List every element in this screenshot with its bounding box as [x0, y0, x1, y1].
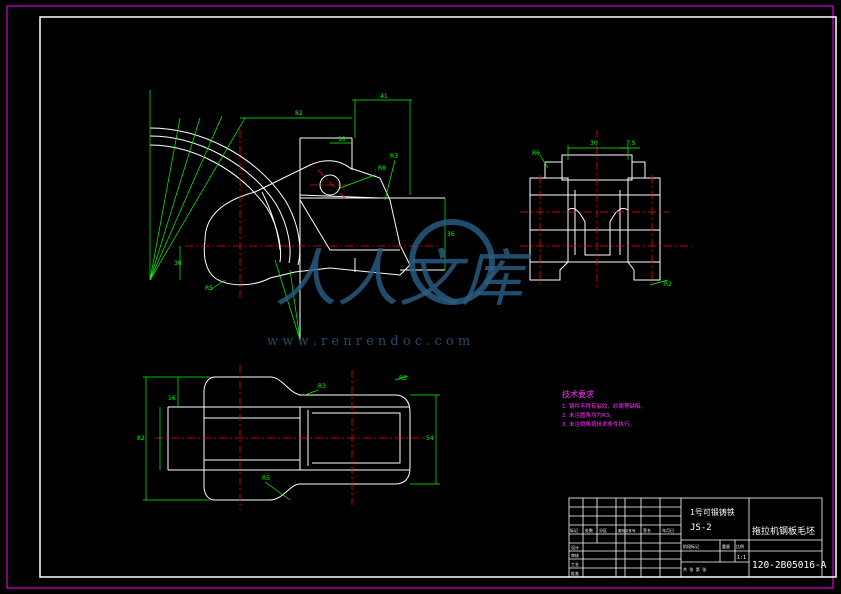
svg-text:R3: R3	[318, 383, 326, 390]
side-view-dim-labels: 30 7.5 R6 R2	[532, 140, 672, 288]
svg-text:41: 41	[380, 93, 388, 100]
svg-text:R5: R5	[205, 285, 213, 292]
role-cell: 工艺	[571, 562, 579, 567]
watermark-logo-icon	[409, 219, 495, 305]
header-cell: 年月日	[662, 527, 674, 533]
right-cell: 共 张 第 张	[683, 566, 706, 572]
right-cell: 重量	[722, 543, 730, 549]
role-cell: 批准	[571, 570, 579, 576]
header-cell: 分区	[599, 527, 607, 533]
front-view	[149, 127, 445, 340]
title-block	[568, 497, 823, 578]
role-cell: 审核	[571, 552, 579, 558]
tech-requirements: 技术要求 1. 铸件不得有裂纹、砂眼等缺陷。 2. 未注圆角均为R3。 3. 未…	[562, 389, 646, 428]
svg-text:R8: R8	[378, 165, 386, 172]
front-view-dim-labels: 82 41 10 36 36 R5 R8 R3	[174, 93, 455, 292]
side-view-dimensions	[539, 145, 669, 286]
svg-text:7.5: 7.5	[626, 140, 636, 147]
top-view-centerlines	[155, 365, 425, 510]
svg-text:R2: R2	[664, 281, 672, 288]
front-view-centerlines	[185, 130, 440, 300]
tech-requirements-title: 技术要求	[562, 389, 594, 399]
svg-text:82: 82	[295, 110, 303, 117]
top-view-dimensions	[143, 375, 440, 501]
svg-text:36: 36	[447, 231, 455, 238]
part-name: 1号可锻铸铁	[690, 507, 735, 517]
svg-text:R5: R5	[262, 475, 270, 482]
svg-text:R6: R6	[532, 150, 540, 157]
right-cell: 阶段标记	[683, 543, 699, 549]
front-view-dimensions	[149, 90, 446, 341]
svg-text:10: 10	[338, 136, 346, 143]
svg-text:R5: R5	[399, 375, 407, 382]
svg-text:54: 54	[426, 435, 434, 442]
side-view	[529, 154, 661, 281]
drawing-number: 120-2B05016-A	[752, 560, 827, 571]
svg-text:82: 82	[137, 435, 145, 442]
side-view-centerlines	[520, 130, 692, 290]
tech-requirement-item: 1. 铸件不得有裂纹、砂眼等缺陷。	[562, 402, 646, 410]
watermark-main-text: 人人文库	[275, 242, 532, 315]
right-cell: 比例	[736, 543, 744, 549]
scale-value: 1:1	[737, 555, 746, 561]
top-view	[167, 376, 411, 501]
header-cell: 标记	[570, 527, 578, 533]
tech-requirement-item: 3. 未注倒角按技术条件执行。	[562, 420, 635, 428]
svg-text:36: 36	[174, 260, 182, 267]
header-cell: 更改文件号	[618, 528, 636, 533]
title-block-text: 1号可锻铸铁 JS-2 拖拉机钢板毛坯 120-2B05016-A 1:1 标记…	[570, 507, 827, 576]
role-cell: 设计	[571, 544, 579, 550]
tech-requirement-item: 2. 未注圆角均为R3。	[562, 411, 615, 419]
svg-text:30: 30	[590, 140, 598, 147]
svg-text:16: 16	[168, 395, 176, 402]
header-cell: 签名	[643, 527, 651, 533]
drawing-border	[39, 16, 837, 578]
svg-text:R3: R3	[390, 153, 398, 160]
drawing-title: 拖拉机钢板毛坯	[752, 525, 815, 537]
top-view-dim-labels: 82 16 54 R5 R3 R5	[137, 375, 434, 482]
header-cell: 处数	[585, 527, 593, 533]
watermark-url-text: w w w . r e n r e n d o c . c o m	[267, 334, 470, 349]
material-code: JS-2	[690, 523, 712, 533]
watermark: 人人文库 w w w . r e n r e n d o c . c o m	[267, 219, 532, 349]
outer-frame	[6, 5, 834, 589]
